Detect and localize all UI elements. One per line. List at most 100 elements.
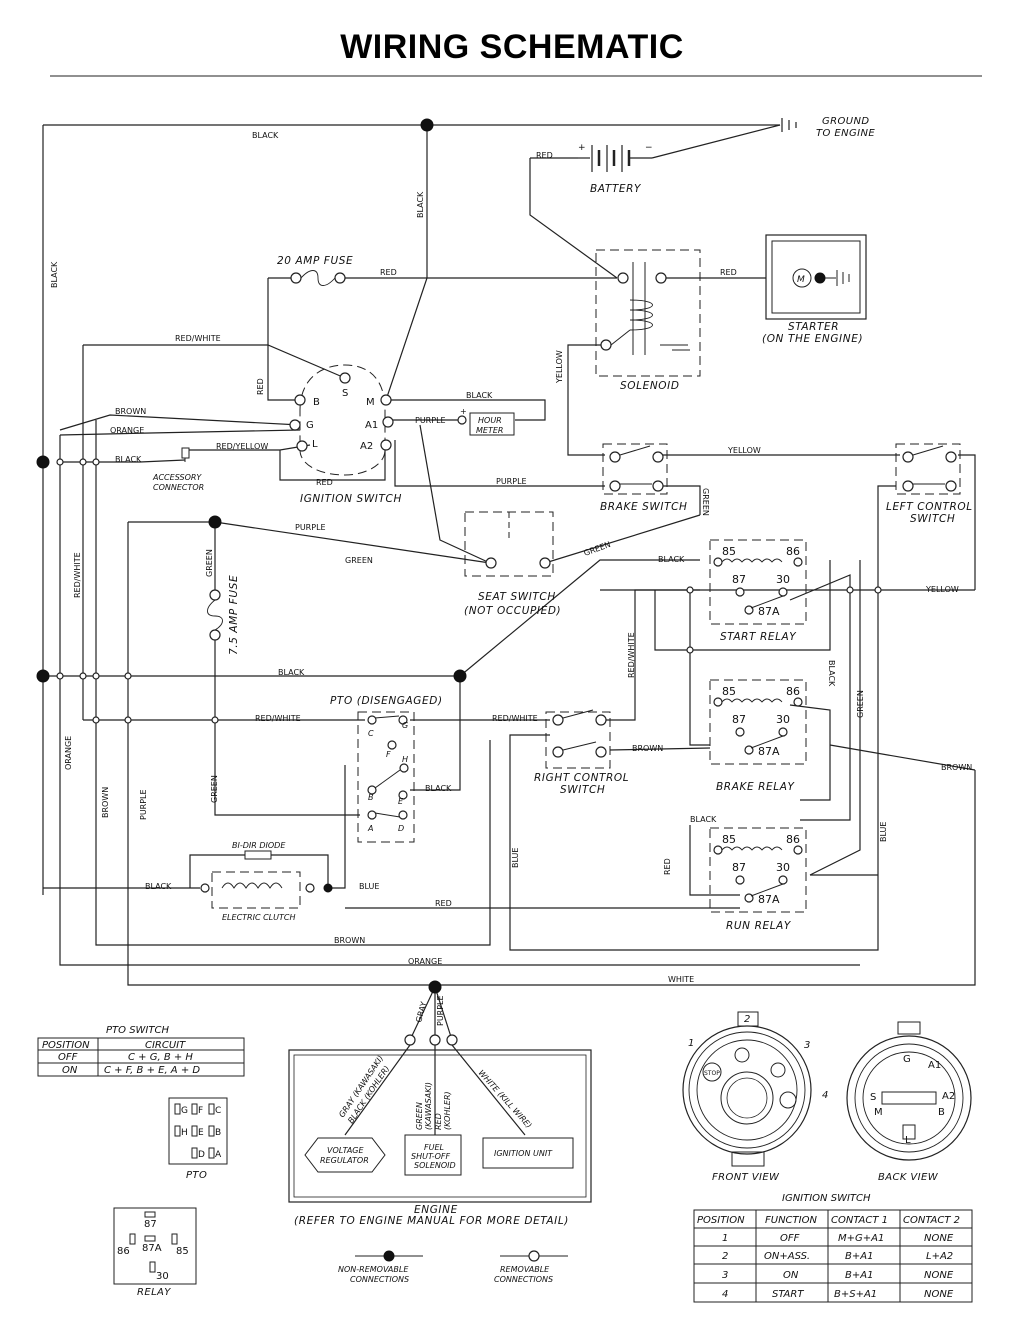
fuel-label-1: FUEL xyxy=(424,1143,444,1152)
pto-conn-e: E xyxy=(198,1128,204,1138)
starter: M STARTER (ON THE ENGINE) xyxy=(762,234,867,345)
starter-motor-letter: M xyxy=(797,275,805,285)
run-relay: 85 86 87 30 87A RUN RELAY xyxy=(709,827,807,932)
ign-row-3-func: ON xyxy=(783,1270,799,1281)
ignition-switch-label: IGNITION SWITCH xyxy=(300,493,402,505)
wire-label-red-battery: RED xyxy=(536,151,553,160)
start-relay-87: 87 xyxy=(732,573,746,586)
pto-connector-caption: PTO xyxy=(186,1170,207,1181)
wire-label-brown-left: BROWN xyxy=(101,787,110,818)
seat-switch-label-1: SEAT SWITCH xyxy=(478,591,556,603)
fuel-label-3: SOLENOID xyxy=(414,1161,456,1170)
ign-term-b: B xyxy=(313,397,320,408)
run-relay-87a: 87A xyxy=(758,893,780,906)
ign-term-l: L xyxy=(312,439,318,450)
right-control-label-2: SWITCH xyxy=(560,784,605,796)
pto-switch-table: PTO SWITCH POSITION CIRCUIT OFF C + G, B… xyxy=(37,1025,245,1077)
ign-table-header-function: FUNCTION xyxy=(765,1215,817,1226)
run-relay-87: 87 xyxy=(732,861,746,874)
ign-row-1-pos: 1 xyxy=(722,1233,728,1244)
wire-label-brown-rc: BROWN xyxy=(632,744,663,753)
pto-conn-b: B xyxy=(215,1128,221,1138)
front-num-2: 2 xyxy=(744,1014,751,1025)
back-view-label: BACK VIEW xyxy=(878,1172,939,1183)
ign-table-header-contact1: CONTACT 1 xyxy=(831,1215,888,1226)
wire-label-brown-bottom: BROWN xyxy=(334,936,365,945)
ign-row-4-func: START xyxy=(772,1289,804,1300)
ignition-switch: S M B G L A1 A2 IGNITION SWITCH xyxy=(289,364,402,505)
voltage-regulator-label-1: VOLTAGE xyxy=(327,1146,365,1155)
ground-label-2: TO ENGINE xyxy=(816,128,875,139)
relay-conn-87: 87 xyxy=(144,1219,157,1230)
ignition-table-title: IGNITION SWITCH xyxy=(782,1193,871,1204)
wire-label-black-run: BLACK xyxy=(690,815,717,824)
wire-label-blue-clutch: BLUE xyxy=(359,882,379,891)
ign-row-2-c2: L+A2 xyxy=(926,1251,953,1262)
ground-symbol: GROUND TO ENGINE xyxy=(781,116,875,139)
wire-label-red-run: RED xyxy=(663,858,672,875)
ignition-switch-table: IGNITION SWITCH POSITION FUNCTION CONTAC… xyxy=(693,1193,973,1303)
fuse-20-amp: 20 AMP FUSE xyxy=(277,255,353,286)
wire-label-purple-engine: PURPLE xyxy=(436,995,445,1026)
seat-switch: SEAT SWITCH (NOT OCCUPIED) xyxy=(464,511,561,617)
wire-label-red-bottom: RED xyxy=(435,899,452,908)
svg-text:+: + xyxy=(578,143,586,153)
seat-switch-label-2: (NOT OCCUPIED) xyxy=(464,605,561,617)
wire-label-blue-right: BLUE xyxy=(879,822,888,842)
accessory-label-1: ACCESSORY xyxy=(152,473,202,482)
wire-label-red-ignition: RED xyxy=(256,378,265,395)
ign-term-g: G xyxy=(306,420,314,431)
red-kohler-label-2: (KOHLER) xyxy=(443,1091,452,1130)
wire-label-purple-mid: PURPLE xyxy=(295,523,326,532)
accessory-label-2: CONNECTOR xyxy=(153,483,204,492)
relay-connector: 87 86 87A 85 30 RELAY xyxy=(113,1207,197,1298)
back-letter-a2: A2 xyxy=(942,1091,955,1102)
wire-label-black-start: BLACK xyxy=(658,555,685,564)
ign-term-s: S xyxy=(342,388,348,399)
left-control-label-2: SWITCH xyxy=(910,513,955,525)
wire-label-red-starter: RED xyxy=(720,268,737,277)
wire-label-purple-hour: PURPLE xyxy=(415,416,446,425)
ign-term-a2: A2 xyxy=(360,441,373,452)
ign-row-3-pos: 3 xyxy=(722,1270,728,1281)
electric-clutch-label: ELECTRIC CLUTCH xyxy=(222,913,295,922)
starter-label-1: STARTER xyxy=(788,321,839,333)
wire-label-red-yellow: RED/YELLOW xyxy=(216,442,268,451)
back-letter-l: L xyxy=(905,1135,911,1146)
brake-relay-85: 85 xyxy=(722,685,736,698)
brake-relay-30: 30 xyxy=(776,713,790,726)
electric-clutch: BI-DIR DIODE ELECTRIC CLUTCH xyxy=(200,841,333,922)
ign-row-1-c2: NONE xyxy=(924,1233,954,1244)
ign-term-m: M xyxy=(366,397,375,408)
brake-relay-87a: 87A xyxy=(758,745,780,758)
ign-table-header-contact2: CONTACT 2 xyxy=(903,1215,960,1226)
wire-label-green-right: GREEN xyxy=(856,690,865,718)
wire-label-black-vertical: BLACK xyxy=(416,191,425,218)
relay-conn-87a: 87A xyxy=(142,1243,162,1254)
pto-conn-h: H xyxy=(181,1128,188,1138)
battery-symbol: + − BATTERY xyxy=(578,143,653,195)
white-kill-label: WHITE (KILL WIRE) xyxy=(477,1068,534,1130)
back-letter-b: B xyxy=(938,1107,945,1118)
front-view-label: FRONT VIEW xyxy=(712,1172,780,1183)
wire-label-black-clutch: BLACK xyxy=(145,882,172,891)
pto-term-e: E xyxy=(398,797,404,806)
wire-label-black-relay: BLACK xyxy=(827,660,836,687)
solenoid: SOLENOID xyxy=(595,249,701,392)
wire-label-red-ign-bottom: RED xyxy=(316,478,333,487)
fixed-junctions xyxy=(36,118,467,994)
pto-disengaged-label: PTO (DISENGAGED) xyxy=(330,695,443,707)
voltage-regulator-label-2: REGULATOR xyxy=(320,1156,369,1165)
fuel-label-2: SHUT-OFF xyxy=(411,1152,450,1161)
pto-connector: G F C H E B D A PTO xyxy=(168,1097,228,1181)
wire-label-gray: GRAY xyxy=(414,1001,428,1024)
wire-label-brown-right: BROWN xyxy=(941,763,972,772)
pto-table-row-1-circuit: C + G, B + H xyxy=(128,1052,193,1063)
pto-table-header-circuit: CIRCUIT xyxy=(145,1040,186,1051)
legend-non-removable-2: CONNECTIONS xyxy=(350,1275,409,1284)
connection-legend: NON-REMOVABLE CONNECTIONS REMOVABLE CONN… xyxy=(338,1250,568,1284)
brake-relay-label: BRAKE RELAY xyxy=(716,781,796,793)
red-kohler-label-1: RED xyxy=(434,1113,443,1130)
left-control-label-1: LEFT CONTROL xyxy=(886,501,973,513)
